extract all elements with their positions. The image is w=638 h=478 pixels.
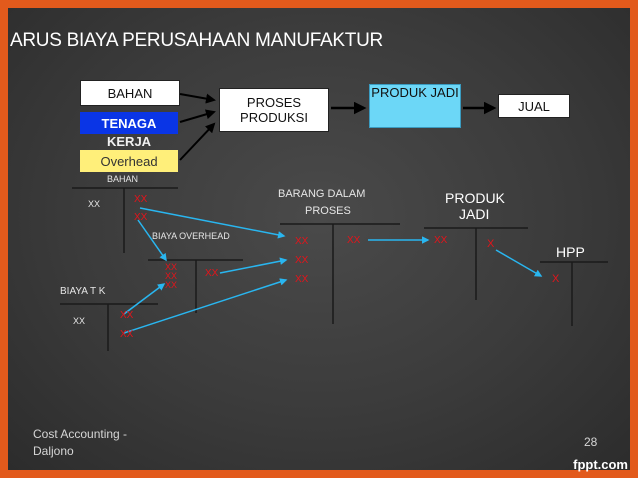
bahan-box: BAHAN [80, 80, 180, 106]
tenaga-kerja-label-2: KERJA [107, 134, 152, 149]
tk-credit-2: XX [120, 329, 134, 340]
arrow-overhead-to-bdp [219, 257, 288, 274]
arrow-tk-to-bdp [123, 278, 288, 334]
proses-label-1: PROSES [246, 95, 302, 110]
overhead-debit-1: XX [165, 262, 178, 272]
hpp-debit: X [552, 273, 560, 285]
tk-debit: XX [73, 316, 86, 326]
bahan-debit: XX [88, 199, 101, 209]
arrow-bahan-to-proses [179, 93, 216, 104]
diagram-lines [60, 93, 608, 351]
bahan-account-name: BAHAN [107, 174, 139, 184]
tenaga-kerja-box: TENAGA [80, 112, 178, 134]
bdp-debit-1: XX [295, 236, 309, 247]
tenaga-kerja-label-1: TENAGA [101, 115, 157, 131]
proses-label-2: PRODUKSI [240, 110, 308, 125]
produk-jadi-box: PRODUK JADI [369, 84, 461, 128]
bdp-account-name-1: BARANG DALAM [278, 188, 366, 200]
t-account-tk [60, 303, 158, 351]
jual-box-label: JUAL [518, 98, 550, 114]
overhead-account-name: BIAYA OVERHEAD [152, 231, 230, 241]
overhead-box-label: Overhead [100, 153, 158, 169]
proses-produksi-box: PROSES PRODUKSI [219, 88, 329, 132]
bdp-credit: XX [347, 235, 361, 246]
tk-credit-1: XX [120, 310, 134, 321]
bahan-box-label: BAHAN [107, 85, 153, 101]
hpp-account-name: HPP [556, 244, 585, 260]
page-number: 28 [584, 435, 598, 449]
chalkboard: ARUS BIAYA PERUSAHAAN MANUFAKTUR BAHAN T… [8, 8, 630, 470]
t-account-bahan [72, 187, 178, 253]
overhead-debit-2: XX [165, 271, 178, 281]
produk-jadi-account-name-2: JADI [459, 206, 490, 222]
bahan-credit-1: XX [134, 194, 148, 205]
produk-jadi-box-label: PRODUK JADI [371, 85, 459, 100]
tk-account-name: BIAYA T K [60, 286, 106, 297]
produk-jadi-account-name-1: PRODUK [445, 190, 505, 206]
produk-jadi-credit: X [487, 238, 495, 250]
slide-title: ARUS BIAYA PERUSAHAAN MANUFAKTUR [10, 30, 383, 51]
bdp-account-name-2: PROSES [305, 205, 351, 217]
bdp-debit-2: XX [295, 255, 309, 266]
footer-source: Cost Accounting - Daljono [33, 427, 128, 458]
arrow-tk-to-proses [179, 109, 216, 123]
overhead-box: Overhead [80, 150, 178, 172]
arrow-produk-to-hpp [495, 249, 543, 277]
jual-box: JUAL [498, 94, 570, 118]
brand-logo: fppt.com [573, 457, 628, 472]
arrow-overhead-to-proses [179, 122, 216, 161]
overhead-debit-3: XX [165, 280, 178, 290]
bdp-debit-3: XX [295, 274, 309, 285]
overhead-credit: XX [205, 268, 219, 279]
t-account-overhead [148, 259, 243, 313]
t-account-hpp [540, 261, 608, 326]
produk-jadi-debit: XX [434, 235, 448, 246]
bahan-credit-2: XX [134, 212, 148, 223]
